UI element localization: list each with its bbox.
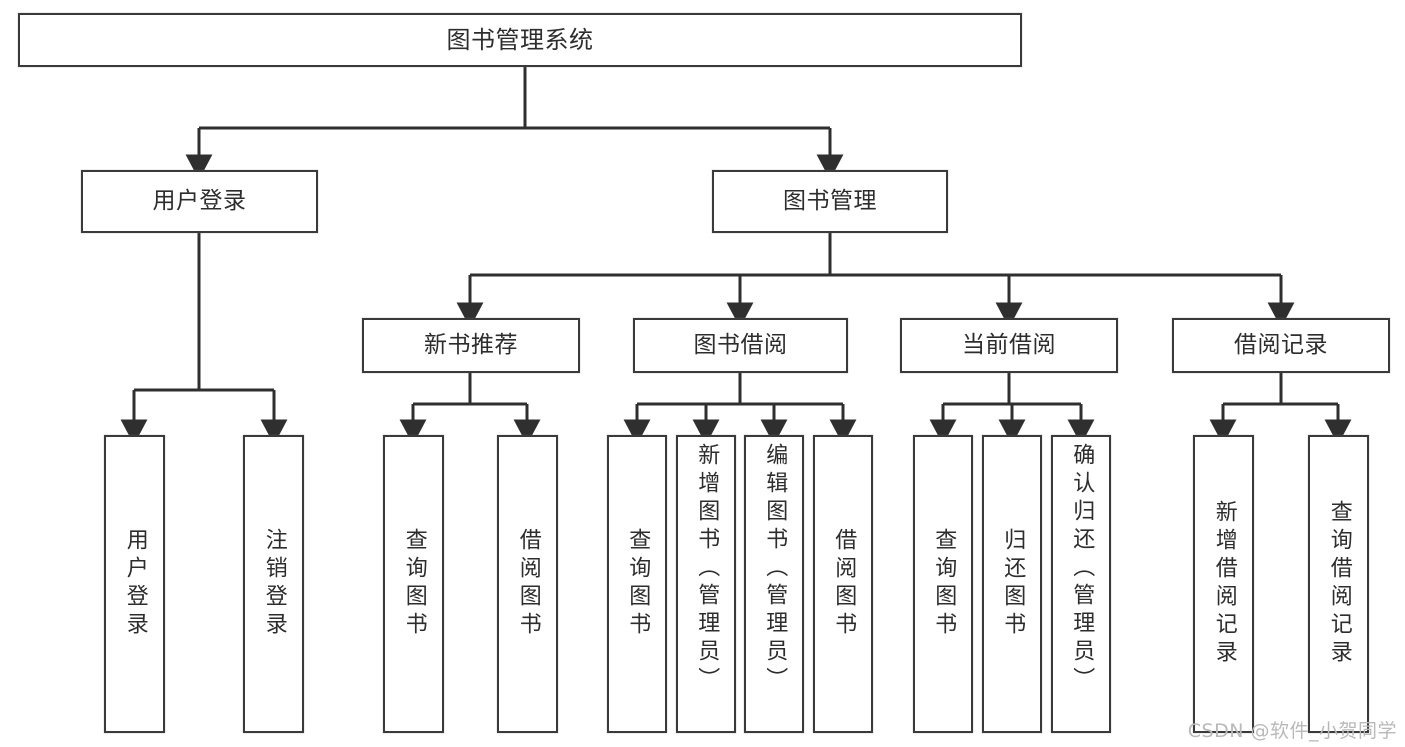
node-root-system[interactable]: 图书管理系统	[18, 13, 1022, 67]
node-new-book-recommend[interactable]: 新书推荐	[362, 318, 580, 373]
node-label: 图书借阅	[693, 331, 788, 358]
node-label: 新增借阅记录	[1211, 500, 1237, 668]
leaf-add-borrow-record[interactable]: 新增借阅记录	[1193, 435, 1254, 733]
node-label: 确认归还（管理员）	[1069, 443, 1095, 695]
node-label: 新书推荐	[424, 331, 518, 358]
leaf-user-logout[interactable]: 注销登录	[243, 435, 304, 733]
node-label: 用户登录	[152, 187, 247, 214]
leaf-borrow-book-recommend[interactable]: 借阅图书	[497, 435, 558, 733]
leaf-query-book-borrow[interactable]: 查询图书	[607, 435, 667, 733]
node-label: 查询图书	[625, 528, 651, 640]
node-label: 编辑图书（管理员）	[762, 443, 788, 695]
leaf-query-book-current[interactable]: 查询图书	[913, 435, 973, 733]
node-label: 借阅图书	[515, 528, 541, 640]
leaf-query-book-recommend[interactable]: 查询图书	[383, 435, 444, 733]
node-label: 图书管理	[783, 187, 877, 214]
leaf-return-book[interactable]: 归还图书	[982, 435, 1042, 733]
leaf-user-login[interactable]: 用户登录	[104, 435, 165, 733]
node-label: 查询图书	[931, 528, 957, 640]
node-label: 借阅记录	[1234, 331, 1328, 358]
node-label: 用户登录	[122, 528, 148, 640]
leaf-borrow-book[interactable]: 借阅图书	[813, 435, 873, 733]
leaf-edit-book-admin[interactable]: 编辑图书（管理员）	[744, 435, 804, 733]
node-label: 新增图书（管理员）	[694, 443, 720, 695]
node-label: 图书管理系统	[446, 25, 594, 54]
node-label: 查询借阅记录	[1326, 500, 1352, 668]
leaf-query-borrow-record[interactable]: 查询借阅记录	[1308, 435, 1369, 733]
node-label: 归还图书	[1000, 528, 1026, 640]
node-book-management[interactable]: 图书管理	[712, 170, 948, 233]
node-label: 当前借阅	[962, 331, 1056, 358]
node-label: 注销登录	[261, 528, 287, 640]
node-book-borrow[interactable]: 图书借阅	[633, 318, 848, 373]
node-user-login[interactable]: 用户登录	[81, 170, 318, 233]
node-label: 借阅图书	[831, 528, 857, 640]
csdn-watermark: CSDN @软件_小贺同学	[1187, 720, 1397, 742]
leaf-confirm-return-admin[interactable]: 确认归还（管理员）	[1051, 435, 1111, 733]
node-borrow-records[interactable]: 借阅记录	[1172, 318, 1390, 373]
leaf-add-book-admin[interactable]: 新增图书（管理员）	[676, 435, 736, 733]
node-label: 查询图书	[401, 528, 427, 640]
node-current-borrow[interactable]: 当前借阅	[900, 318, 1118, 373]
